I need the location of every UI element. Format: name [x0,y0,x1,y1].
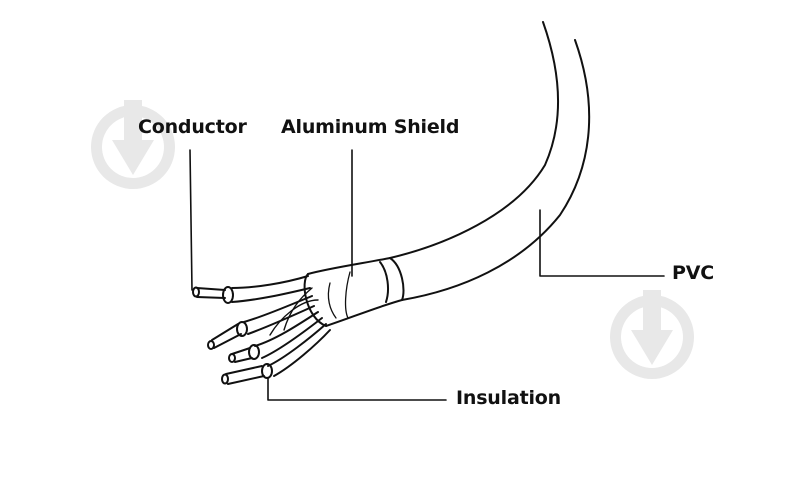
shield-top [307,257,391,275]
shield-foil-line [327,282,337,319]
label-insulation: Insulation [456,387,561,409]
leader-pvc [539,209,665,277]
pvc-jacket-bottom-edge [401,39,591,301]
pvc-jacket-top-edge [389,21,559,259]
download-watermark-icon [610,290,694,379]
shield-bottom [325,299,403,327]
wire-top-end [222,286,234,304]
wire-top-insulation [231,287,311,303]
label-pvc: PVC [672,262,714,284]
wire-top-conductor [196,287,226,299]
download-watermark-icon [91,100,175,189]
shield-foil-line [344,271,351,319]
label-aluminum-shield: Aluminum Shield [281,116,460,138]
pvc-jacket-end [389,257,405,301]
label-conductor: Conductor [138,116,247,138]
leader-insulation [267,377,447,401]
leader-conductor [189,149,193,291]
shield-foil-line [379,261,389,303]
wire-top-insulation [231,275,309,289]
